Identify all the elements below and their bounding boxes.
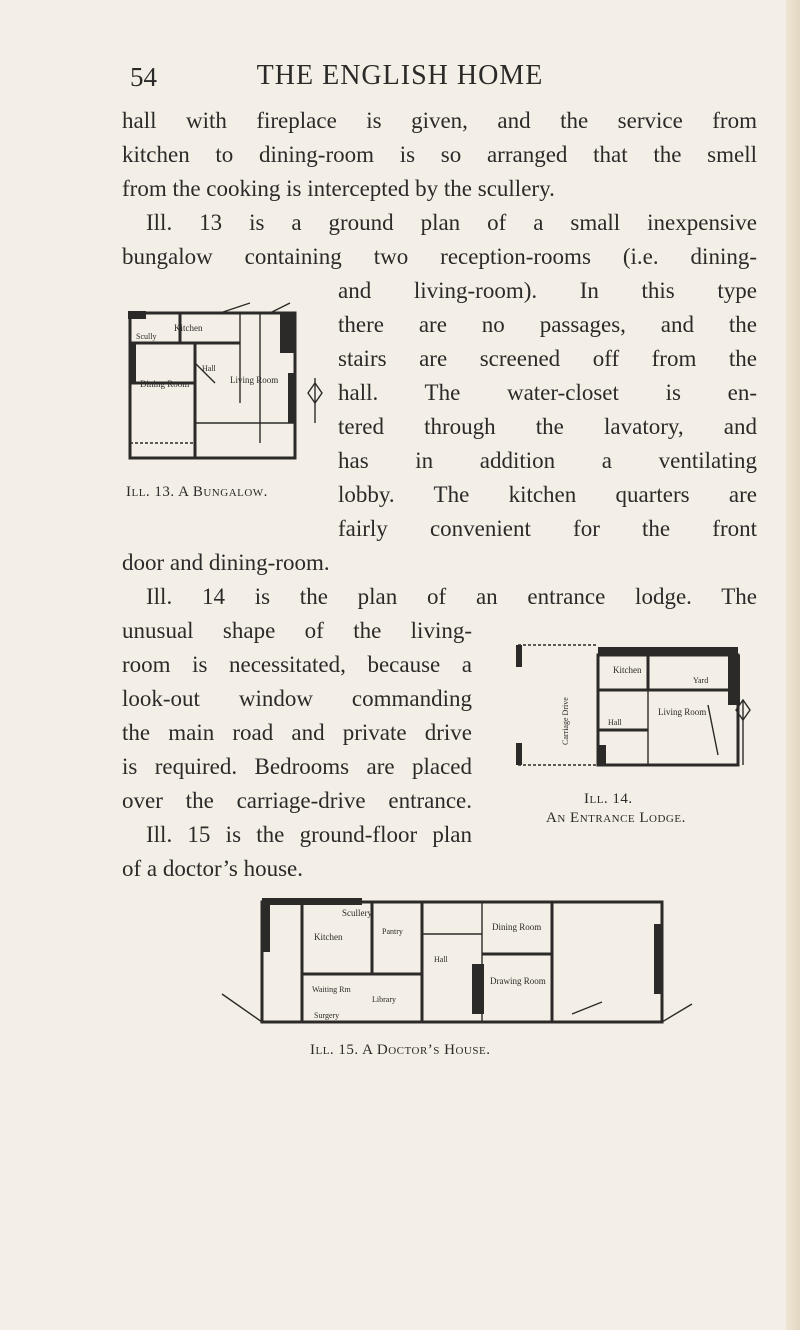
body-line: hall with fireplace is given, and the se… [122,108,757,133]
body-line: there are no passages, and the [338,312,757,337]
label-hall: Hall [608,718,623,727]
label-surgery: Surgery [314,1011,339,1020]
label-kitchen: Kitchen [174,323,203,333]
running-title: THE ENGLISH HOME [256,60,544,91]
body-line: door and dining-room. [122,550,330,575]
body-line: has in addition a ventilating [338,448,757,473]
label-living: Living Room [658,707,706,717]
label-pantry: Pantry [382,927,403,936]
label-scullery: Scullery [342,908,372,918]
bungalow-plan: Kitchen Scully Dining Room Hall Living R… [128,302,323,460]
body-line: of a doctor’s house. [122,856,303,881]
figure-caption: Ill. 15. A Doctor’s House. [310,1042,491,1058]
body-line: lobby. The kitchen quarters are [338,482,757,507]
figure-caption: Ill. 13. A Bungalow. [126,484,268,500]
label-drawing: Drawing Room [490,976,546,986]
body-line: look-out window commanding [122,686,472,711]
label-hall: Hall [202,364,217,373]
body-line: fairly convenient for the front [338,516,757,541]
body-line: room is necessitated, because a [122,652,472,677]
body-line: Ill. 13 is a ground plan of a small inex… [146,210,757,235]
page-number: 54 [130,62,157,92]
page-edge [786,0,800,1330]
entrance-lodge-plan: Kitchen Yard Living Room Hall Carriage D… [516,644,751,767]
body-line: Ill. 14 is the plan of an entrance lodge… [146,584,757,609]
label-dining: Dining Room [140,379,189,389]
body-line: over the carriage-drive entrance. [122,788,472,813]
label-kitchen: Kitchen [314,932,343,942]
label-carriage-drive: Carriage Drive [561,697,570,745]
label-scullery: Scully [136,332,156,341]
body-line: and living-room). In this type [338,278,757,303]
body-line: unusual shape of the living- [122,618,472,643]
body-line: kitchen to dining-room is so arranged th… [122,142,757,167]
body-line: from the cooking is intercepted by the s… [122,176,555,201]
label-kitchen: Kitchen [613,665,642,675]
page-header: 54 THE ENGLISH HOME [0,60,800,96]
label-hall: Hall [434,955,449,964]
body-line: the main road and private drive [122,720,472,745]
label-yard: Yard [693,676,708,685]
label-living: Living Room [230,375,278,385]
body-line: bungalow containing two reception-rooms … [122,244,757,269]
body-line: tered through the lavatory, and [338,414,757,439]
label-library: Library [372,995,396,1004]
figure-caption-number: Ill. 14. [584,791,633,807]
body-line: stairs are screened off from the [338,346,757,371]
label-waiting: Waiting Rm [312,985,351,994]
figure-caption-title: An Entrance Lodge. [546,810,686,826]
body-line: hall. The water-closet is en- [338,380,757,405]
body-line: is required. Bedrooms are placed [122,754,472,779]
label-dining: Dining Room [492,922,541,932]
doctors-house-plan: Scullery Kitchen Pantry Dining Room Hall… [221,898,693,1024]
body-line: Ill. 15 is the ground-floor plan [146,822,472,847]
